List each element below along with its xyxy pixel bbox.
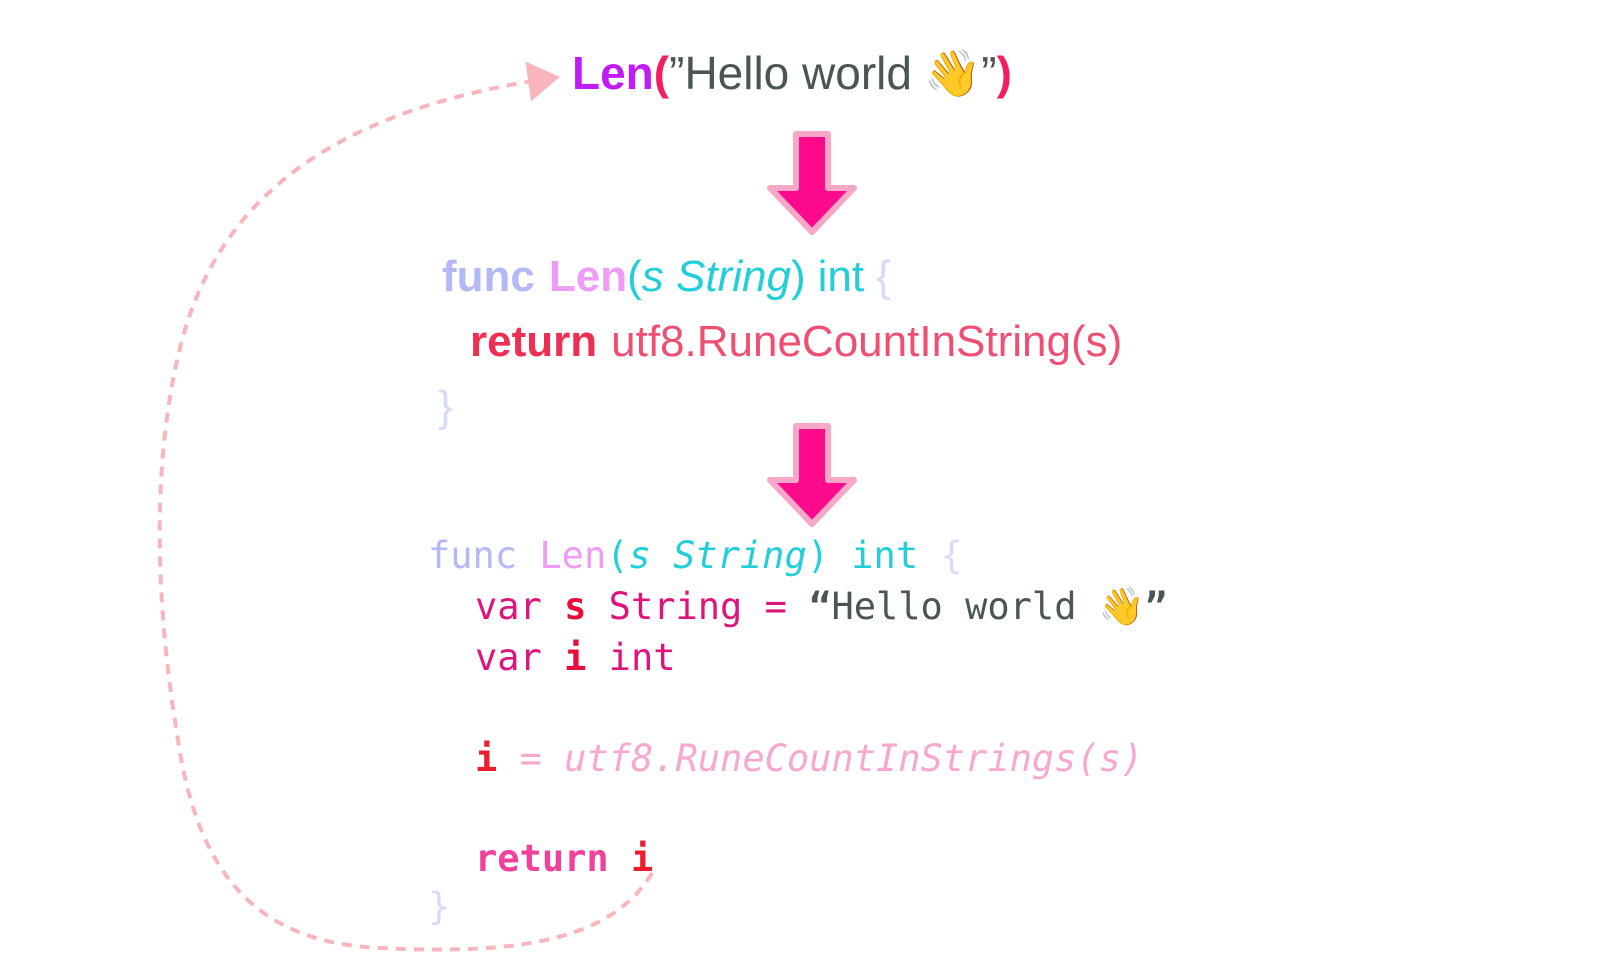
waving-hand-icon: 👋 (923, 47, 982, 99)
var-keyword: var (475, 585, 542, 628)
inlined-string-text: Hello world (831, 585, 1077, 628)
string-quote-open: “ (809, 585, 832, 628)
call-expression: Len(”Hello world👋”) (572, 50, 1012, 96)
inlined-param-type: String (673, 534, 807, 577)
var-s-type: String (608, 585, 743, 628)
var-i-type: int (608, 636, 676, 679)
inlined-return-type: int (851, 534, 919, 577)
decl-param: s String (641, 252, 791, 301)
inlined-return-line: return i (475, 840, 653, 877)
call-quote-close: ” (981, 47, 997, 99)
inlined-return-var: i (630, 837, 654, 880)
inlined-var-i-line: var i int (475, 639, 676, 676)
decl-open-paren: ( (627, 252, 642, 301)
string-quote-close: ” (1144, 585, 1168, 628)
inlined-function-name: Len (539, 534, 607, 577)
waving-hand-icon: 👋 (1098, 585, 1145, 628)
assign-lhs: i (475, 737, 498, 780)
call-function-name: Len (572, 47, 654, 99)
inlined-signature: func Len(s String) int { (428, 537, 963, 574)
decl-func-keyword: func (442, 252, 535, 301)
inlined-assign-line: i = utf8.RuneCountInStrings(s) (475, 740, 1143, 777)
decl-brace-open: { (876, 252, 891, 301)
down-arrow-icon (767, 131, 857, 235)
decl-close-paren: ) (790, 252, 806, 301)
inlined-return-keyword: return (475, 837, 609, 880)
call-quote-open: ” (669, 47, 685, 99)
decl-brace-close: } (438, 382, 453, 431)
inlined-func-keyword: func (428, 534, 518, 577)
call-open-paren: ( (653, 47, 670, 99)
inlined-open-paren: ( (606, 534, 629, 577)
var-s-name: s (564, 585, 587, 628)
inlined-var-s-line: var s String = “Hello world 👋” (475, 588, 1167, 625)
inlined-brace-close: } (428, 885, 451, 928)
inlined-close-paren: ) (806, 534, 829, 577)
var-i-name: i (564, 636, 587, 679)
call-close-paren: ) (996, 47, 1012, 99)
decl-return-arg: s (1085, 317, 1108, 366)
decl-signature: func Len(s String)int{ (442, 255, 891, 299)
decl-return-type: int (817, 252, 865, 301)
call-string-text: Hello world (684, 47, 912, 99)
loop-back-dashed-arrow (157, 61, 654, 952)
decl-function-name: Len (548, 252, 628, 301)
inlined-param-name: s (628, 534, 651, 577)
assign-rhs: = utf8.RuneCountInStrings(s) (519, 737, 1144, 780)
down-arrow-icon (767, 423, 857, 527)
decl-return-line: return utf8.RuneCountInString(s) (470, 320, 1122, 364)
assign-operator: = (764, 585, 787, 628)
decl-return-close: ) (1107, 317, 1123, 366)
decl-return-keyword: return (470, 317, 598, 366)
inlined-brace-open: { (940, 534, 963, 577)
var-keyword: var (475, 636, 542, 679)
decl-return-expr: utf8.RuneCountInString( (611, 317, 1086, 366)
